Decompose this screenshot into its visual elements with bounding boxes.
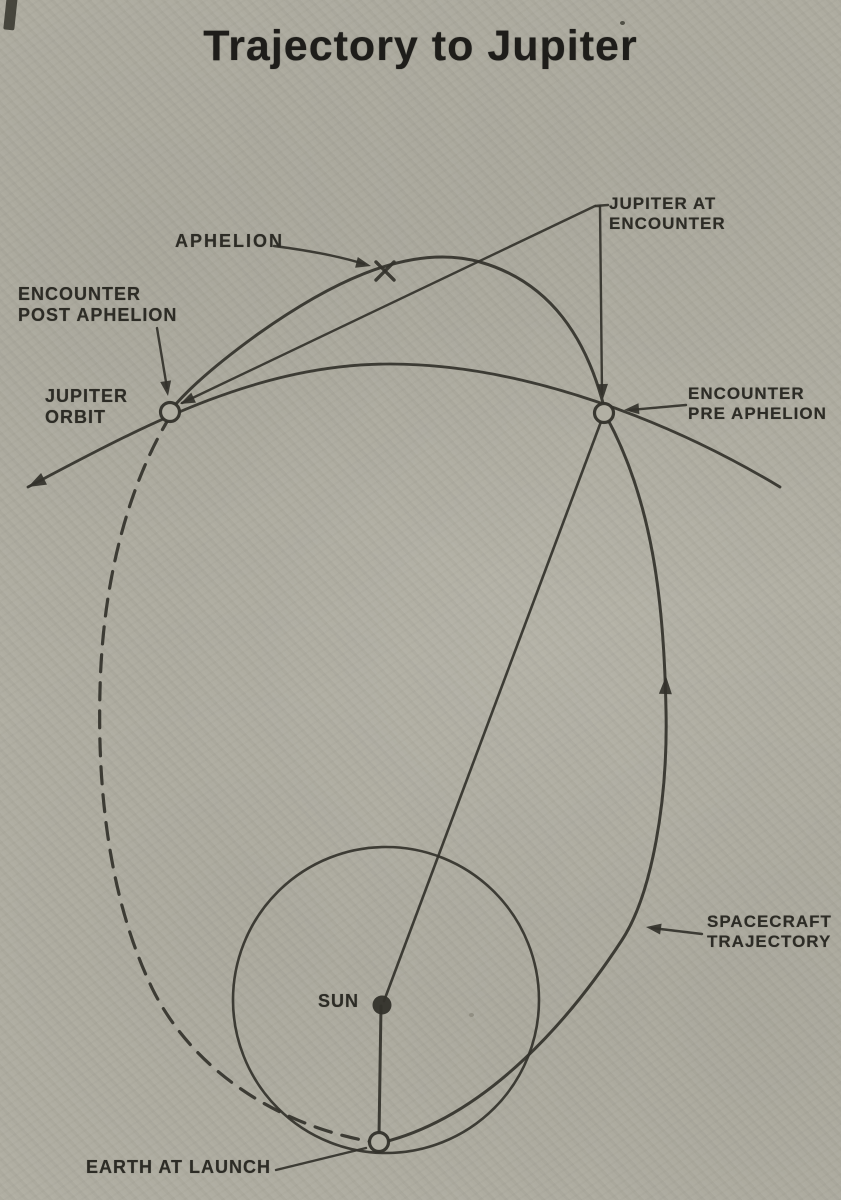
label-earth-at-launch: EARTH AT LAUNCH	[86, 1157, 271, 1177]
label-encounter-pre-aphelion-line1: ENCOUNTER	[688, 384, 805, 403]
encounter-pre-aphelion-pointer-line	[628, 403, 688, 412]
spacecraft-trajectory-return-dashed	[98, 413, 381, 1145]
earth-at-launch-pointer-line	[274, 1146, 368, 1172]
encounter-pre-aphelion-node	[592, 401, 616, 425]
label-encounter-post-aphelion-line2: POST APHELION	[18, 305, 178, 325]
trajectory-direction-arrowhead	[658, 676, 672, 695]
label-jupiter-at-encounter-line1: JUPITER AT	[609, 194, 717, 213]
jupiter-at-encounter-pointer-diagonal	[180, 204, 597, 405]
aphelion-pointer-line	[272, 244, 366, 266]
label-jupiter-orbit-line1: JUPITER	[45, 386, 129, 406]
jupiter-orbit-arrowhead	[28, 473, 47, 487]
label-jupiter-at-encounter-line2: ENCOUNTER	[609, 214, 726, 233]
label-spacecraft-trajectory-line2: TRAJECTORY	[707, 932, 832, 951]
diagram-title: Trajectory to Jupiter	[203, 22, 638, 70]
aphelion-x-mark	[374, 260, 396, 282]
jupiter-at-encounter-pointer-corner	[594, 203, 610, 208]
label-aphelion: APHELION	[175, 231, 285, 251]
label-encounter-post-aphelion-line1: ENCOUNTER	[18, 284, 142, 304]
encounter-pre-aphelion-arrowhead	[624, 403, 640, 415]
label-encounter-pre-aphelion-line2: PRE APHELION	[688, 404, 827, 423]
spacecraft-trajectory-arrowhead	[646, 923, 662, 935]
sun-to-encounter-line	[382, 417, 604, 1003]
sun-dot	[372, 995, 392, 1015]
label-jupiter-orbit: JUPITER ORBIT	[45, 386, 128, 428]
encounter-post-aphelion-arrowhead	[160, 380, 172, 396]
encounter-post-aphelion-node	[158, 400, 182, 424]
earth-node	[367, 1130, 391, 1154]
jupiter-at-encounter-diagonal-arrowhead	[180, 392, 196, 404]
spacecraft-trajectory-outbound	[378, 414, 668, 1145]
label-encounter-post-aphelion: ENCOUNTER POST APHELION	[18, 284, 177, 326]
jupiter-orbit-arc	[26, 362, 782, 489]
aphelion-pointer-arrowhead	[355, 257, 371, 268]
earth-orbit-circle	[231, 845, 541, 1155]
jupiter-at-encounter-pointer-vertical	[598, 204, 604, 396]
jupiter-at-encounter-vertical-arrowhead	[596, 383, 608, 399]
label-jupiter-at-encounter: JUPITER AT ENCOUNTER	[609, 194, 726, 234]
label-spacecraft-trajectory-line1: SPACECRAFT	[707, 912, 832, 931]
label-jupiter-orbit-line2: ORBIT	[45, 407, 106, 427]
sun-to-earth-line	[377, 1004, 383, 1139]
label-spacecraft-trajectory: SPACECRAFT TRAJECTORY	[707, 912, 832, 952]
encounter-post-aphelion-pointer-line	[155, 326, 169, 390]
label-sun: SUN	[318, 991, 360, 1011]
label-encounter-pre-aphelion: ENCOUNTER PRE APHELION	[688, 384, 827, 424]
